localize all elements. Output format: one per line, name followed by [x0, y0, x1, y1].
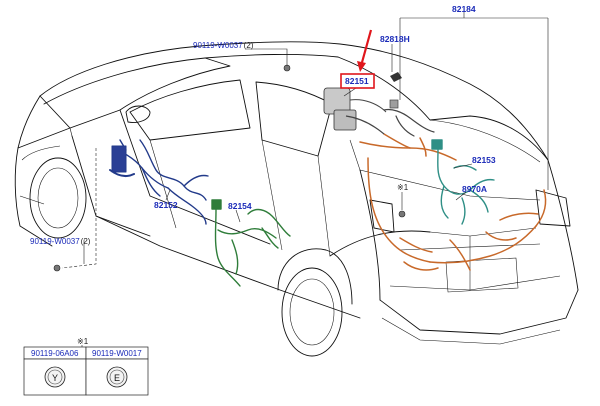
harness-82154 [211, 199, 291, 287]
bolt-icon-left [53, 264, 61, 272]
harness-82152 [109, 139, 209, 225]
label-82184: 82184 [452, 4, 476, 14]
label-82818h: 82818H [380, 34, 410, 44]
component-82151-module [323, 87, 387, 135]
highlight-box [340, 73, 375, 89]
bolt-icon-right [398, 210, 406, 218]
legend-note-mark: ※1 [77, 337, 89, 346]
legend-part-1: 90119-06A06 [31, 349, 79, 358]
label-left-bolt: 90119-W0037(2) [30, 237, 91, 246]
highlight-arrow [357, 29, 373, 72]
leader-lines [61, 12, 549, 360]
clip-icon-82818h [390, 72, 402, 82]
label-note-mark-right: ※1 [397, 183, 409, 192]
label-8970a: 8970A [462, 184, 487, 194]
bolt-y-icon: Y [44, 366, 66, 388]
fastener-legend: ※1 90119-06A06 90119-W0017 Y E [23, 337, 149, 396]
harness-82184 [359, 133, 547, 271]
label-top-bolt: 90119-W0037(2) [193, 41, 254, 50]
legend-symbol-e: E [114, 373, 120, 383]
vehicle-body-outline [14, 41, 579, 357]
legend-part-2: 90119-W0017 [92, 349, 142, 358]
label-82153: 82153 [472, 155, 496, 165]
label-82154: 82154 [228, 201, 252, 211]
label-82151: 82151 [345, 76, 369, 86]
harness-82153 [431, 139, 495, 225]
bolt-e-icon: E [106, 366, 128, 388]
legend-symbol-y: Y [52, 373, 58, 383]
label-82152: 82152 [154, 200, 178, 210]
grey-harness-top [383, 99, 435, 137]
